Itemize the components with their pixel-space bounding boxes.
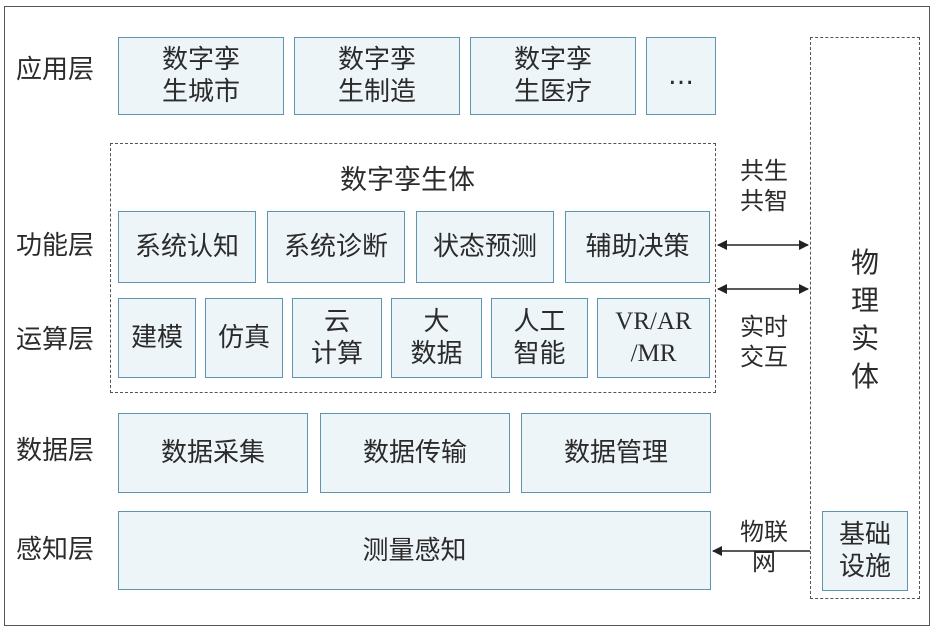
infrastructure-line: 设施 — [838, 552, 891, 582]
app-box-line: 生制造 — [337, 77, 416, 107]
app-box-line: 数字孪 — [337, 45, 416, 75]
label-iot: 物联 网 — [728, 517, 800, 577]
comp-box-line: 云 — [323, 307, 350, 337]
sensing-box-measurement: 测量感知 — [118, 511, 711, 590]
comp-box-line: 仿真 — [217, 323, 270, 353]
data-box-transmission: 数据传输 — [320, 413, 510, 493]
app-box-more: … — [646, 37, 716, 115]
app-box-medical: 数字孪生医疗 — [470, 37, 636, 115]
label-line: 物联 — [740, 518, 788, 546]
app-box-ellipsis: … — [668, 61, 694, 91]
func-box-decision: 辅助决策 — [565, 211, 710, 283]
data-box-collection: 数据采集 — [118, 413, 308, 493]
comp-box-big-data: 大数据 — [391, 298, 482, 378]
infrastructure-line: 基础 — [838, 520, 891, 550]
label-line: 共智 — [740, 187, 788, 215]
func-box-cognition: 系统认知 — [118, 211, 256, 283]
comp-box-line: 建模 — [130, 323, 183, 353]
layer-label-application: 应用层 — [16, 55, 95, 85]
app-box-smart-city: 数字孪生城市 — [118, 37, 284, 115]
layer-label-computing: 运算层 — [16, 325, 95, 355]
func-box-diagnosis: 系统诊断 — [267, 211, 405, 283]
label-realtime: 实时 交互 — [732, 312, 796, 372]
digital-twin-title: 数字孪生体 — [340, 165, 475, 196]
comp-box-line: /MR — [630, 340, 677, 367]
layer-label-sensing: 感知层 — [16, 535, 95, 565]
comp-box-line: 数据 — [410, 339, 463, 369]
label-line: 网 — [752, 548, 776, 576]
physical-entity-char: 物 — [850, 246, 879, 279]
comp-box-line: 智能 — [513, 339, 566, 369]
comp-box-line: VR/AR — [615, 308, 692, 335]
physical-entity-char: 理 — [850, 284, 879, 317]
comp-box-cloud: 云计算 — [292, 298, 382, 378]
comp-box-modeling: 建模 — [118, 298, 196, 378]
data-box-management: 数据管理 — [521, 413, 711, 493]
physical-entity-char: 体 — [850, 360, 879, 393]
comp-box-line: 人工 — [513, 307, 566, 337]
comp-box-line: 大 — [423, 307, 450, 337]
func-box-prediction: 状态预测 — [416, 211, 554, 283]
physical-entity-char: 实 — [850, 322, 879, 355]
infrastructure-box: 基础设施 — [822, 511, 908, 591]
comp-box-simulation: 仿真 — [205, 298, 283, 378]
label-coexist: 共生 共智 — [732, 156, 796, 216]
app-box-line: 数字孪 — [161, 45, 240, 75]
label-line: 共生 — [740, 157, 788, 185]
comp-box-ai: 人工智能 — [491, 298, 588, 378]
app-box-line: 数字孪 — [513, 45, 592, 75]
label-line: 实时 — [740, 313, 788, 341]
label-line: 交互 — [740, 343, 788, 371]
physical-entity-label: 物 理 实 体 — [845, 244, 885, 396]
comp-box-vr-ar-mr: VR/AR/MR — [597, 298, 710, 378]
app-box-line: 生城市 — [161, 77, 240, 107]
physical-entity-region — [810, 37, 920, 599]
comp-box-line: 计算 — [310, 339, 363, 369]
diagram-frame — [4, 6, 930, 626]
layer-label-function: 功能层 — [16, 231, 95, 261]
layer-label-data: 数据层 — [16, 436, 95, 466]
app-box-line: 生医疗 — [513, 77, 592, 107]
digital-twin-region — [110, 143, 716, 393]
app-box-manufacturing: 数字孪生制造 — [294, 37, 460, 115]
